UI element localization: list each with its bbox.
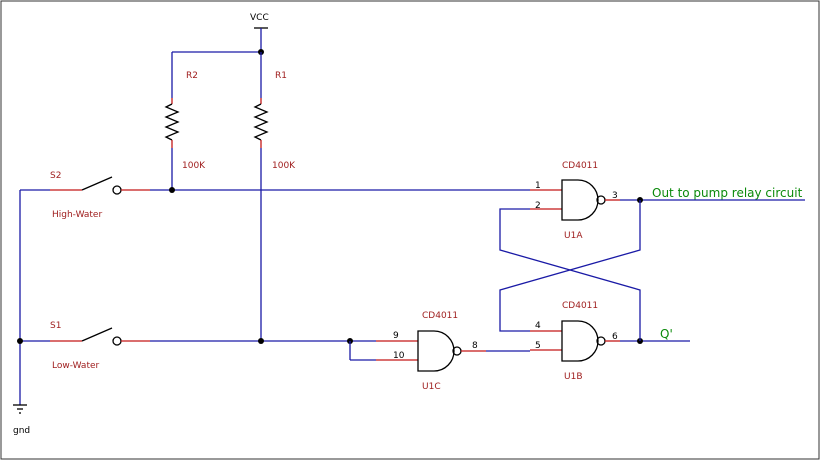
- u1b-pin6-label: 6: [612, 332, 618, 342]
- r2-ref-label: R2: [186, 71, 198, 81]
- u1a-pin1-label: 1: [535, 181, 541, 191]
- feedback-wires: [499, 200, 641, 341]
- diagram-border: [0, 0, 820, 460]
- u1b-pin5-label: 5: [535, 341, 541, 351]
- output-net-label: Out to pump relay circuit: [652, 186, 803, 200]
- nand-gate-u1c: CD4011 U1C 9 10 8: [376, 311, 530, 392]
- nand-gate-u1a: CD4011 U1A 1 2 3 Out to pump relay circu…: [530, 161, 805, 241]
- junction-dot: [258, 338, 264, 344]
- r1-ref-label: R1: [275, 71, 287, 81]
- junction-dot: [17, 338, 23, 344]
- r1-value-label: 100K: [272, 161, 296, 171]
- u1a-part-label: CD4011: [562, 161, 598, 171]
- s1-name-label: Low-Water: [52, 361, 100, 371]
- s2-name-label: High-Water: [52, 210, 102, 220]
- switch-s1: S1 Low-Water: [50, 321, 376, 371]
- vcc-label: VCC: [250, 13, 269, 23]
- u1a-pin3-label: 3: [612, 191, 618, 201]
- u1c-part-label: CD4011: [422, 311, 458, 321]
- s1-ref-label: S1: [50, 321, 61, 331]
- u1c-ref-label: U1C: [422, 382, 441, 392]
- u1c-pin10-label: 10: [393, 351, 405, 361]
- gnd-label: gnd: [13, 426, 30, 436]
- u1b-part-label: CD4011: [562, 301, 598, 311]
- u1c-pin9-label: 9: [393, 331, 399, 341]
- resistor-r1: R1 100K: [253, 52, 296, 341]
- u1a-pin2-label: 2: [535, 201, 541, 211]
- u1a-ref-label: U1A: [564, 231, 583, 241]
- u1b-pin4-label: 4: [535, 321, 541, 331]
- nand-gate-u1b: CD4011 U1B 4 5 6 Q': [530, 301, 690, 382]
- resistor-r2: R2 100K: [164, 52, 206, 190]
- s2-ref-label: S2: [50, 171, 61, 181]
- r2-value-label: 100K: [182, 161, 206, 171]
- u1c-pin8-label: 8: [472, 341, 478, 351]
- ground-rail: gnd: [13, 189, 50, 436]
- switch-s2: S2 High-Water: [50, 171, 530, 220]
- vcc-supply: VCC: [172, 13, 269, 55]
- q-bar-net-label: Q': [660, 327, 673, 341]
- u1b-ref-label: U1B: [564, 372, 583, 382]
- junction-dot: [169, 187, 175, 193]
